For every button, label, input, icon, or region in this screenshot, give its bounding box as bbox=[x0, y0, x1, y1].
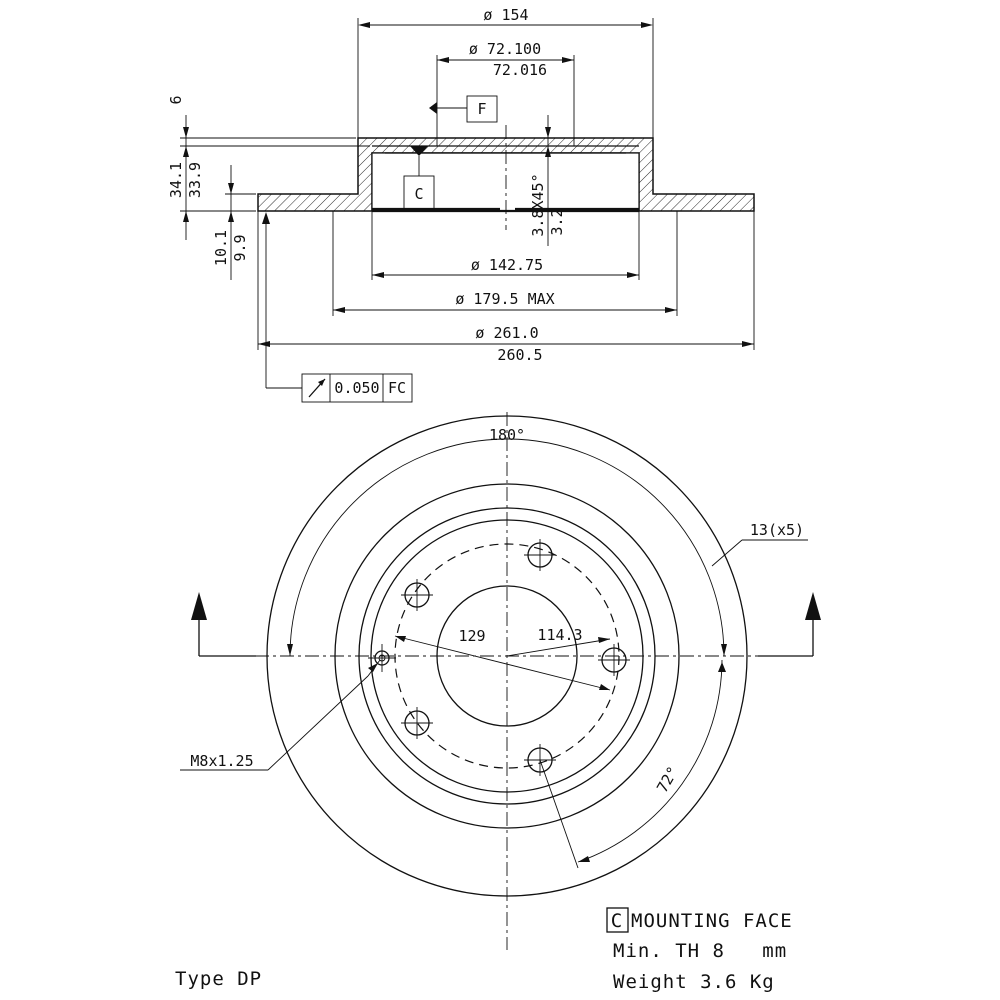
datum-f-label: F bbox=[477, 100, 486, 118]
dim-chamfer-3-2: 3.2 bbox=[548, 208, 566, 235]
min-thickness-note: Min. TH 8 mm bbox=[613, 940, 787, 962]
runout-reference: FC bbox=[388, 379, 406, 397]
hub-bore-area bbox=[371, 152, 640, 212]
dim-diameter-154: ø 154 bbox=[483, 6, 528, 24]
section-arrow-right-icon bbox=[758, 592, 821, 657]
type-label: Type DP bbox=[175, 968, 262, 990]
dim-diameter-261-max: ø 261.0 bbox=[475, 324, 538, 342]
dim-height-10-1: 10.1 bbox=[212, 230, 230, 266]
dim-chamfer: 3.8X45° bbox=[529, 173, 547, 236]
threaded-hole bbox=[368, 644, 396, 672]
dim-diameter-179: ø 179.5 MAX bbox=[455, 290, 554, 308]
dim-diameter-72-min: 72.016 bbox=[493, 61, 547, 79]
bolt-circle bbox=[394, 543, 620, 769]
mounting-face-note: MOUNTING FACE bbox=[631, 910, 793, 932]
bolt-holes bbox=[401, 539, 630, 776]
dim-diameter-142: ø 142.75 bbox=[471, 256, 543, 274]
hole-size-label: 13(x5) bbox=[750, 521, 804, 539]
dim-diameter-261-min: 260.5 bbox=[497, 346, 542, 364]
angle-180-label: 180° bbox=[489, 426, 525, 444]
angle-72-label: 72° bbox=[653, 763, 682, 795]
dim-pcd-129: 129 bbox=[458, 627, 485, 645]
hub-step-circle bbox=[370, 519, 644, 793]
front-view: 129 114.3 M8x1.25 180° 13(x5) 72° bbox=[180, 412, 821, 950]
outer-rim bbox=[266, 415, 748, 897]
dim-height-33-9: 33.9 bbox=[186, 162, 204, 198]
runout-tolerance: 0.050 bbox=[334, 379, 379, 397]
weight-note: Weight 3.6 Kg bbox=[613, 971, 775, 993]
section-view: ø 154 ø 72.100 72.016 F C 6 34.1 33.9 bbox=[167, 6, 755, 403]
dim-height-34-1: 34.1 bbox=[167, 162, 185, 198]
thread-label: M8x1.25 bbox=[190, 752, 253, 770]
section-arrow-left-icon bbox=[191, 592, 256, 657]
hub-outer-circle bbox=[358, 507, 656, 805]
dim-pcd-114: 114.3 bbox=[537, 626, 582, 644]
runout-icon bbox=[308, 378, 326, 398]
dim-height-9-9: 9.9 bbox=[231, 234, 249, 261]
notes: C MOUNTING FACE Min. TH 8 mm Weight 3.6 … bbox=[175, 907, 793, 993]
centre-bore bbox=[436, 585, 578, 727]
datum-c-label: C bbox=[414, 185, 423, 203]
dim-height-6: 6 bbox=[167, 95, 185, 104]
friction-inner-circle bbox=[334, 483, 680, 829]
dim-diameter-72-max: ø 72.100 bbox=[469, 40, 541, 58]
mounting-face-box-letter: C bbox=[611, 910, 623, 932]
